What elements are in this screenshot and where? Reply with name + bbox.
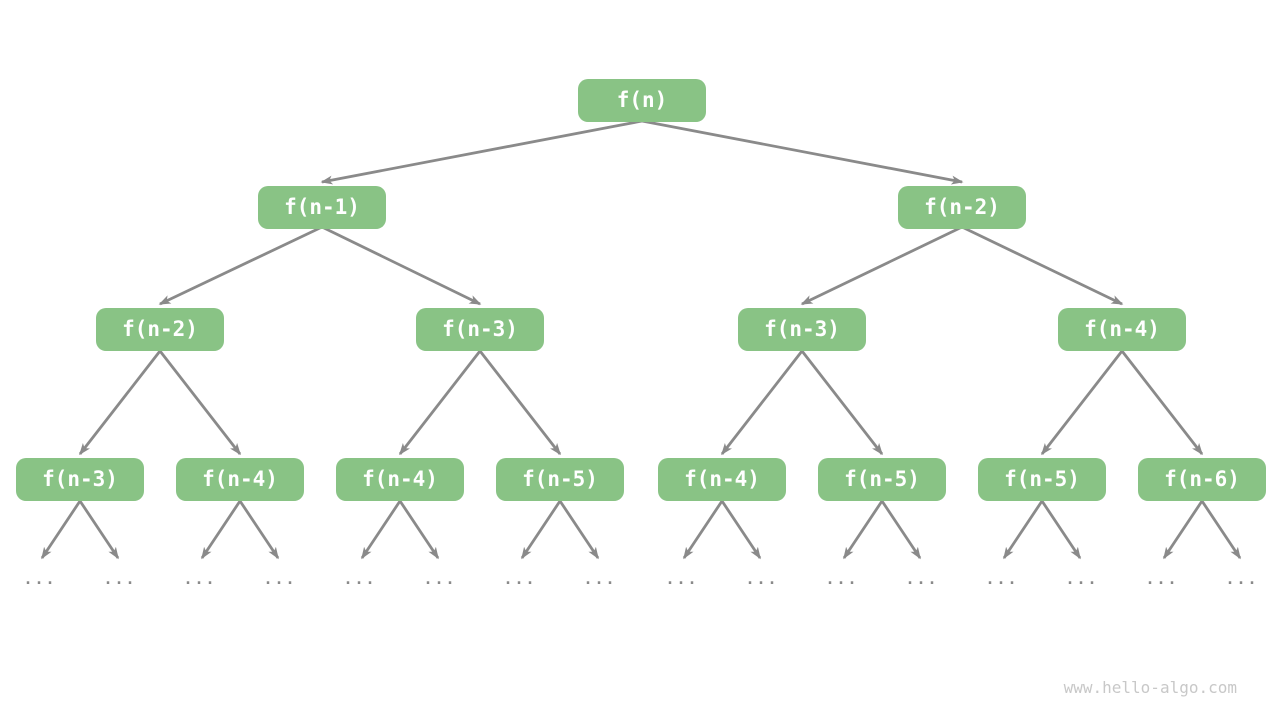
edge-arrow (641, 119, 964, 185)
tree-node: f(n-3) (16, 458, 144, 501)
edge-arrow (1162, 500, 1204, 560)
edge-arrow (158, 350, 242, 456)
tree-node: f(n-4) (176, 458, 304, 501)
ellipsis: ... (825, 570, 859, 588)
tree-node: f(n-3) (416, 308, 544, 351)
watermark-text: www.hello-algo.com (1063, 678, 1237, 697)
edge-arrow (720, 500, 762, 560)
tree-node: f(n-4) (1058, 308, 1186, 351)
tree-node: f(n-5) (818, 458, 946, 501)
ellipsis: ... (23, 570, 57, 588)
ellipsis: ... (183, 570, 217, 588)
ellipsis: ... (343, 570, 377, 588)
tree-node: f(n-4) (658, 458, 786, 501)
edge-arrow (1002, 500, 1044, 560)
ellipsis: ... (503, 570, 537, 588)
ellipsis: ... (263, 570, 297, 588)
edge-arrow (520, 500, 562, 560)
ellipsis: ... (103, 570, 137, 588)
tree-node: f(n-6) (1138, 458, 1266, 501)
edge-arrow (78, 500, 120, 560)
ellipsis: ... (985, 570, 1019, 588)
edge-arrow (800, 225, 963, 306)
tree-node: f(n-3) (738, 308, 866, 351)
tree-node: f(n-5) (978, 458, 1106, 501)
edge-arrow (321, 225, 482, 306)
edge-arrow (360, 500, 402, 560)
edge-arrow (158, 225, 323, 306)
tree-node: f(n-5) (496, 458, 624, 501)
edge-arrow (1040, 350, 1124, 456)
edge-arrow (558, 500, 600, 560)
tree-node: f(n) (578, 79, 706, 122)
edge-arrow (880, 500, 922, 560)
edge-arrow (238, 500, 280, 560)
ellipsis: ... (905, 570, 939, 588)
edge-arrow (682, 500, 724, 560)
edge-arrow (398, 500, 440, 560)
ellipsis: ... (423, 570, 457, 588)
edge-arrow (478, 350, 562, 456)
edge-arrow (1040, 500, 1082, 560)
edge-arrow (961, 225, 1124, 306)
ellipsis: ... (745, 570, 779, 588)
edge-arrow (320, 119, 643, 185)
edge-arrow (40, 500, 82, 560)
edge-arrow (78, 350, 162, 456)
ellipsis: ... (665, 570, 699, 588)
tree-node: f(n-4) (336, 458, 464, 501)
edge-arrow (200, 500, 242, 560)
edge-arrow (800, 350, 884, 456)
tree-node: f(n-2) (96, 308, 224, 351)
tree-node: f(n-1) (258, 186, 386, 229)
edge-arrow (842, 500, 884, 560)
ellipsis: ... (1145, 570, 1179, 588)
ellipsis: ... (1065, 570, 1099, 588)
edge-arrow (398, 350, 482, 456)
ellipsis: ... (1225, 570, 1259, 588)
edge-arrow (1200, 500, 1242, 560)
tree-node: f(n-2) (898, 186, 1026, 229)
ellipsis: ... (583, 570, 617, 588)
edge-arrow (720, 350, 804, 456)
edge-arrow (1120, 350, 1204, 456)
